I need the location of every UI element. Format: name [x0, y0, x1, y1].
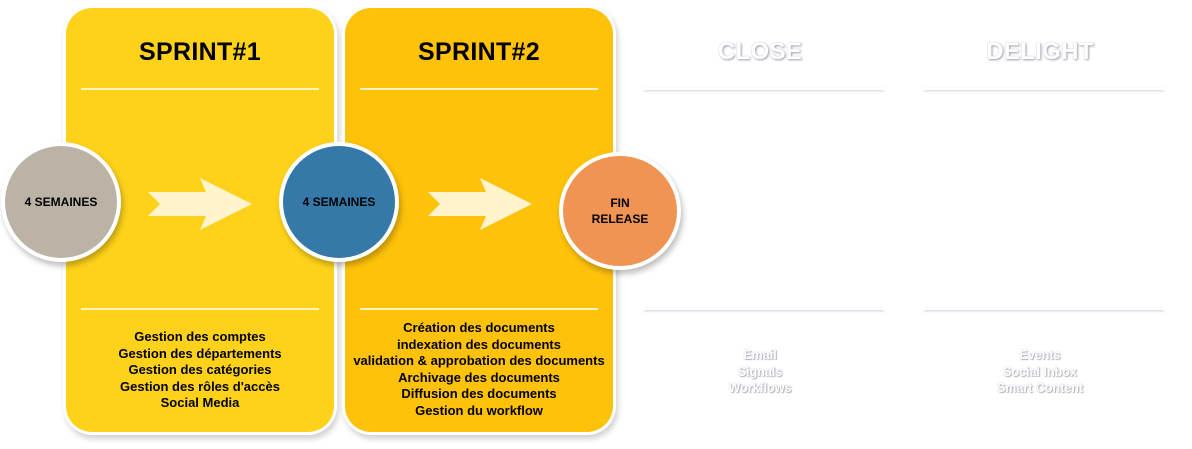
close-title: CLOSE: [717, 38, 803, 65]
list-item: Gestion des rôles d'accès: [120, 378, 280, 394]
divider: [644, 88, 884, 90]
sprint-1-items: Gestion des comptes Gestion des départem…: [66, 329, 334, 412]
close-items: Email Signals Workflows: [626, 347, 894, 397]
milestone-label-line2: RELEASE: [591, 212, 649, 226]
sprint-1-title: SPRINT#1: [139, 38, 261, 66]
arrow-right-icon: [428, 178, 532, 230]
sprint-2-title: SPRINT#2: [418, 38, 540, 66]
list-item: Création des documents: [403, 320, 555, 335]
divider: [360, 308, 598, 310]
divider: [924, 308, 1164, 310]
list-item: Gestion des départements: [118, 345, 282, 361]
divider: [81, 308, 319, 310]
sprint-2-items: Création des documents indexation des do…: [345, 320, 613, 420]
milestone-label-line1: FIN: [610, 196, 630, 210]
list-item: validation & approbation des documents: [353, 353, 605, 369]
list-item: Gestion du workflow: [415, 402, 543, 418]
milestone-sprint-2-duration: 4 SEMAINES: [283, 146, 395, 258]
milestone-label: 4 SEMAINES: [24, 195, 98, 209]
delight-title: DELIGHT: [986, 38, 1094, 65]
milestone-end-release: FIN RELEASE: [563, 156, 677, 266]
divider: [81, 88, 319, 90]
milestone-label: 4 SEMAINES: [302, 195, 376, 209]
milestone-sprint-1-duration: 4 SEMAINES: [5, 146, 117, 258]
list-item: Signals: [737, 364, 783, 379]
list-item: Gestion des catégories: [128, 362, 272, 378]
divider: [644, 308, 884, 310]
delight-panel: DELIGHT Events Social Inbox Smart Conten…: [906, 8, 1174, 432]
list-item: Social Inbox: [1003, 364, 1077, 379]
list-item: Archivage des documents: [398, 369, 560, 385]
list-item: Gestion des comptes: [134, 329, 266, 344]
list-item: Events: [1019, 348, 1061, 362]
list-item: Email: [743, 348, 777, 362]
list-item: Social Media: [160, 395, 240, 411]
list-item: indexation des documents: [397, 336, 561, 352]
delight-items: Events Social Inbox Smart Content: [906, 347, 1174, 397]
list-item: Smart Content: [996, 381, 1084, 396]
arrow-right-icon: [148, 178, 252, 230]
list-item: Workflows: [728, 381, 792, 396]
list-item: Diffusion des documents: [401, 386, 557, 402]
divider: [360, 88, 598, 90]
divider: [924, 88, 1164, 90]
